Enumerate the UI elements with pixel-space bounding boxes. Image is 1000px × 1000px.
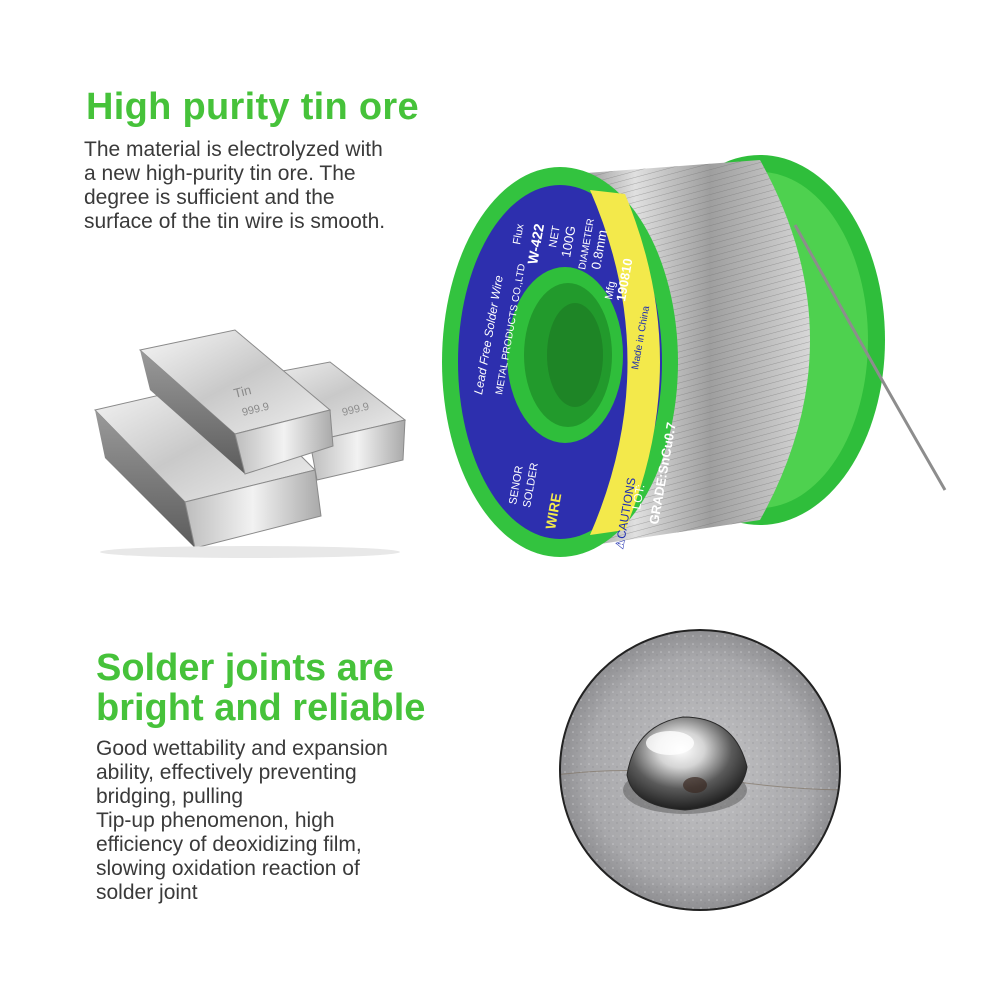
heading-line: bright and reliable [96, 687, 426, 729]
spool-net-value: 100G [558, 225, 578, 259]
spool-wire-text: WIRE [542, 492, 564, 531]
ingot-label-text: Tin [232, 382, 253, 401]
spool-mfg-key: Mfg [603, 280, 618, 300]
description-line: efficiency of deoxidizing film, [96, 833, 362, 856]
description-line: a new high-purity tin ore. The [84, 162, 356, 185]
description-line: Tip-up phenomenon, high [96, 809, 335, 832]
description-line: solder joint [96, 881, 198, 904]
spool-net-key: NET [547, 224, 563, 248]
description-line: degree is sufficient and the [84, 186, 335, 209]
description-high-purity: The material is electrolyzed with a new … [84, 138, 385, 234]
heading-solder-joints: Solder joints are bright and reliable [96, 648, 425, 728]
description-solder-joints: Good wettability and expansion ability, … [96, 737, 388, 905]
heading-high-purity: High purity tin ore [86, 86, 419, 128]
description-line: The material is electrolyzed with [84, 138, 383, 161]
solder-spool-image: Lead Free Solder Wire METAL PRODUCTS CO.… [442, 155, 947, 557]
description-line: Good wettability and expansion [96, 737, 388, 760]
description-line: surface of the tin wire is smooth. [84, 210, 386, 233]
heading-line: Solder joints are [96, 647, 394, 689]
description-line: ability, effectively preventing [96, 761, 357, 784]
description-line: slowing oxidation reaction of [96, 857, 360, 880]
spool-flux-key: Flux [511, 222, 527, 245]
spool-mfg-value: 190810 [613, 257, 635, 302]
spool-flux-value: W-422 [524, 222, 547, 265]
spool-diameter-value: 0.8mm [588, 229, 610, 271]
description-line: bridging, pulling [96, 785, 244, 808]
solder-droplet-image [559, 629, 841, 911]
tin-ingots-image: 999.9 Tin 999.9 [94, 329, 407, 558]
spool-lot-text: LOT: [629, 483, 647, 510]
